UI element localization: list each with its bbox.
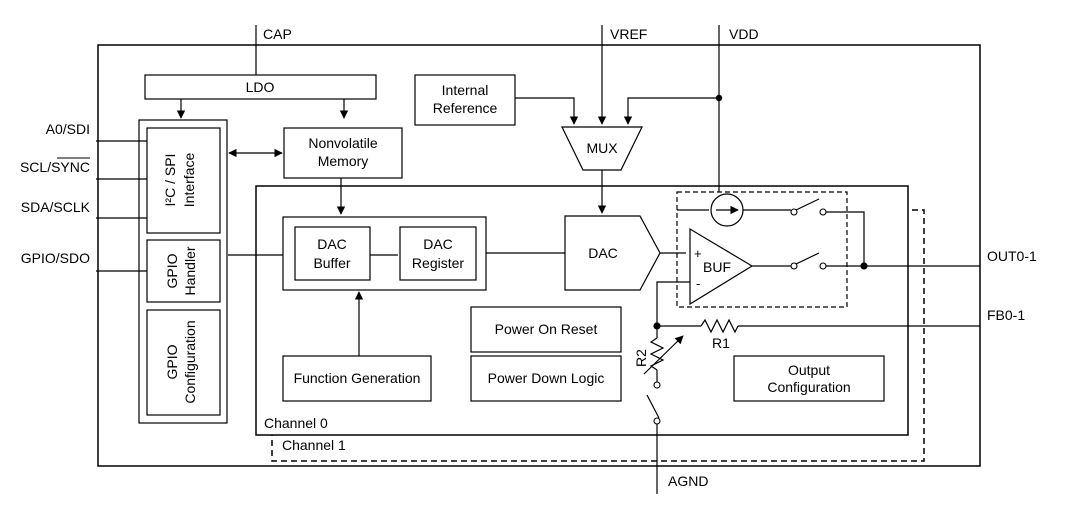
power-on-reset-block — [470, 306, 622, 353]
nvm-label-1: Nonvolatile — [308, 135, 377, 151]
output-config-label-1: Output — [788, 362, 830, 378]
sda-sclk-pin-label: SDA/SCLK — [21, 199, 91, 215]
function-generation-block — [282, 355, 432, 402]
gpio-sdo-pin-label: GPIO/SDO — [21, 250, 90, 266]
i2c-spi-label-1: I²C / SPI — [162, 154, 178, 207]
agnd-pin-label: AGND — [668, 473, 708, 489]
out-pin-label: OUT0-1 — [987, 248, 1037, 264]
nonvolatile-memory-block — [283, 127, 403, 179]
dac-block — [564, 215, 661, 291]
buf-label: BUF — [703, 259, 731, 275]
gpio-config-label-1: GPIO — [164, 344, 180, 379]
vref-pin-label: VREF — [610, 26, 647, 42]
dac-buffer-label-1: DAC — [317, 236, 347, 252]
r2-resistor — [649, 337, 665, 371]
buf-amplifier — [689, 227, 754, 306]
gpio-handler-label-2: Handler — [182, 246, 198, 295]
function-generation-label: Function Generation — [294, 370, 421, 386]
output-config-label-2: Configuration — [767, 379, 850, 395]
gpio-handler-block — [146, 239, 221, 303]
dac-register-block — [399, 226, 477, 281]
internal-ref-label-2: Reference — [433, 100, 498, 116]
output-stage-boundary — [676, 191, 848, 308]
i2c-spi-label-2: Interface — [181, 153, 197, 208]
i2c-spi-interface-block — [146, 127, 221, 234]
power-on-reset-label: Power On Reset — [495, 321, 598, 337]
gpio-configuration-block — [146, 309, 221, 416]
scl-sync-pin-label: SCL/SYNC — [20, 159, 90, 175]
power-down-logic-block — [470, 355, 622, 402]
dac-label: DAC — [588, 245, 618, 261]
ldo-block — [144, 74, 377, 100]
buf-minus-label: - — [696, 276, 700, 291]
output-configuration-block — [733, 355, 885, 402]
nvm-label-2: Memory — [318, 153, 369, 169]
device-boundary — [97, 44, 981, 467]
mux-block — [561, 126, 643, 171]
vdd-pin-label: VDD — [729, 26, 759, 42]
gpio-config-label-2: Configuration — [182, 320, 198, 403]
r1-resistor — [700, 318, 739, 334]
dac-buffer-label-2: Buffer — [313, 255, 350, 271]
channel1-label: Channel 1 — [282, 437, 346, 453]
ldo-label: LDO — [246, 79, 275, 95]
dac-register-label-1: DAC — [423, 236, 453, 252]
channel0-label: Channel 0 — [264, 415, 328, 431]
internal-reference-block — [414, 74, 516, 126]
cap-pin-label: CAP — [263, 26, 292, 42]
r1-label: R1 — [712, 335, 730, 351]
buf-plus-label: + — [694, 246, 702, 261]
power-down-logic-label: Power Down Logic — [488, 370, 605, 386]
internal-ref-label-1: Internal — [442, 82, 489, 98]
r2-label: R2 — [633, 349, 649, 367]
a0-sdi-pin-label: A0/SDI — [46, 121, 90, 137]
fb-pin-label: FB0-1 — [987, 307, 1025, 323]
mux-label: MUX — [586, 140, 618, 156]
dac-buffer-block — [294, 226, 371, 281]
gpio-handler-label-1: GPIO — [164, 253, 180, 288]
dac-register-label-2: Register — [412, 255, 464, 271]
